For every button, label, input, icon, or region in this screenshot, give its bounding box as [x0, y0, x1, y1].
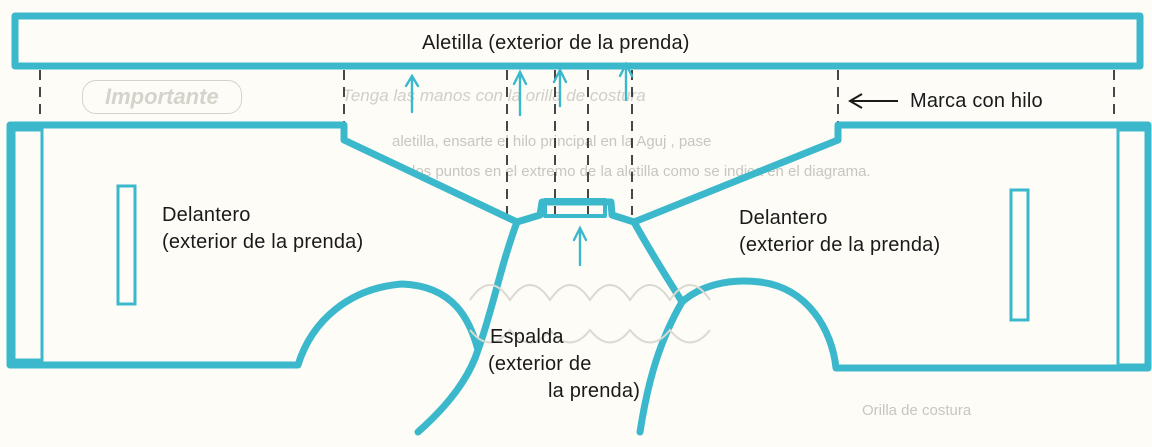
front-left-subtitle: (exterior de la prenda) [162, 231, 364, 253]
front-left-label: Delantero (exterior de la prenda) [162, 202, 363, 256]
buttonhole-strip-left [12, 128, 44, 362]
front-right-label: Delantero (exterior de la prenda) [739, 205, 940, 259]
waistband-piece [11, 12, 1144, 70]
buttonhole-strip-right [1116, 128, 1148, 367]
bleed-italic-line: Tenga las manos con la orilla de costura [342, 86, 646, 105]
bleed-stitch-pattern [469, 284, 711, 344]
buttonhole-strip-front-left [116, 184, 137, 306]
buttonhole-strip-front-right [1009, 188, 1030, 322]
back-subtitle-2: la prenda) [548, 380, 641, 402]
thread-mark-label: Marca con hilo [910, 90, 1043, 112]
front-left-title: Delantero [162, 204, 251, 226]
bleed-caption: Orilla de costura [862, 402, 972, 419]
center-tab [543, 198, 607, 218]
back-subtitle-1: (exterior de [488, 353, 592, 375]
front-right-title: Delantero [739, 207, 828, 229]
garment-outline [6, 121, 1152, 436]
waistband-label: Aletilla (exterior de la prenda) [422, 32, 690, 54]
arrow-left-icon [848, 93, 898, 109]
pin-marks [404, 61, 634, 267]
front-right-subtitle: (exterior de la prenda) [739, 234, 941, 256]
back-label: Espalda (exterior de la prenda) [488, 324, 641, 405]
bleed-important-badge: Importante [82, 80, 242, 114]
back-title: Espalda [490, 326, 564, 348]
